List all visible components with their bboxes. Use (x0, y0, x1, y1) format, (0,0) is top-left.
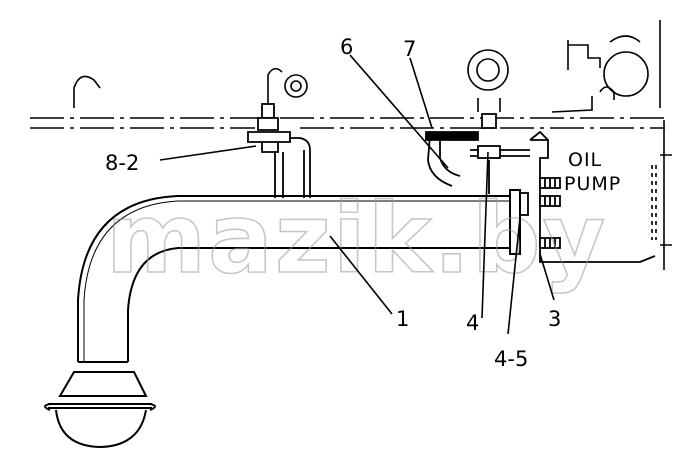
callout-4-5: 4-5 (494, 347, 528, 371)
support-bracket (425, 113, 530, 194)
callout-6: 6 (340, 35, 353, 59)
leader-lines (159, 54, 555, 335)
oil-pump-label-line1: OIL (568, 149, 602, 171)
callout-8-2: 8-2 (105, 151, 139, 175)
engine-outline (30, 20, 672, 270)
strainer-screen (44, 361, 156, 449)
callout-3: 3 (548, 307, 561, 331)
watermark-text: mazik.by (106, 183, 607, 295)
oil-pump-label-line2: PUMP (564, 173, 621, 195)
strainer-tube (77, 189, 521, 362)
callout-4: 4 (466, 311, 479, 335)
tube-bracket (247, 103, 311, 198)
callout-1: 1 (396, 307, 409, 331)
callout-7: 7 (403, 37, 416, 61)
